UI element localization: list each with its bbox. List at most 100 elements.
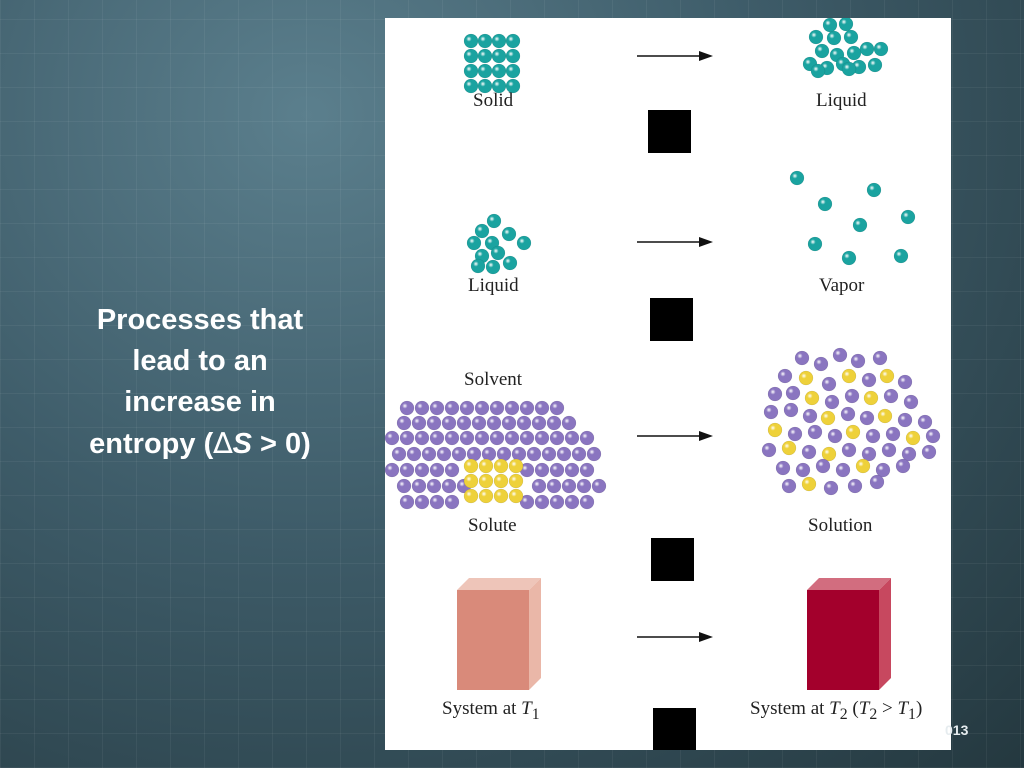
purple-particle bbox=[840, 406, 856, 422]
yellow-particle bbox=[841, 368, 857, 384]
label-system-t2: System at T2 (T2 > T1) bbox=[750, 698, 922, 724]
teal-particle bbox=[477, 63, 493, 79]
purple-particle bbox=[897, 374, 913, 390]
yellow-particle bbox=[905, 430, 921, 446]
purple-particle bbox=[459, 430, 475, 446]
system-t2-box-front bbox=[807, 590, 879, 690]
purple-particle bbox=[406, 446, 422, 462]
teal-particle bbox=[866, 182, 882, 198]
purple-particle bbox=[802, 408, 818, 424]
purple-particle bbox=[823, 480, 839, 496]
purple-particle bbox=[411, 415, 427, 431]
purple-particle bbox=[519, 400, 535, 416]
redaction-box-3 bbox=[651, 538, 694, 581]
purple-particle bbox=[546, 415, 562, 431]
title-line-4-suffix: > 0) bbox=[251, 428, 311, 460]
purple-particle bbox=[526, 446, 542, 462]
purple-particle bbox=[579, 462, 595, 478]
purple-particle bbox=[865, 428, 881, 444]
system-t1-box-side bbox=[529, 578, 541, 690]
figure-drawing bbox=[385, 18, 941, 690]
teal-particle bbox=[463, 33, 479, 49]
yellow-particle bbox=[855, 458, 871, 474]
label-liquid-row1: Liquid bbox=[816, 90, 867, 111]
purple-particle bbox=[903, 394, 919, 410]
purple-particle bbox=[783, 402, 799, 418]
purple-particle bbox=[489, 400, 505, 416]
purple-particle bbox=[859, 410, 875, 426]
purple-particle bbox=[429, 462, 445, 478]
purple-particle bbox=[444, 430, 460, 446]
purple-particle bbox=[441, 478, 457, 494]
purple-particle bbox=[885, 426, 901, 442]
purple-particle bbox=[921, 444, 937, 460]
purple-particle bbox=[399, 494, 415, 510]
purple-particle bbox=[444, 400, 460, 416]
purple-particle bbox=[861, 372, 877, 388]
teal-particle bbox=[477, 33, 493, 49]
cond-var-1: T bbox=[858, 698, 870, 719]
purple-particle bbox=[429, 494, 445, 510]
purple-particle bbox=[426, 478, 442, 494]
purple-particle bbox=[385, 430, 400, 446]
purple-particle bbox=[474, 400, 490, 416]
cond-sub-1: 2 bbox=[869, 705, 878, 723]
yellow-particle bbox=[804, 390, 820, 406]
paren-close: ) bbox=[915, 698, 923, 719]
teal-particle bbox=[505, 78, 521, 94]
teal-particle bbox=[486, 213, 502, 229]
purple-particle bbox=[785, 385, 801, 401]
teal-particle bbox=[505, 48, 521, 64]
yellow-particle bbox=[877, 408, 893, 424]
purple-particle bbox=[781, 478, 797, 494]
system-t1-box-top bbox=[457, 578, 541, 590]
teal-particle bbox=[900, 209, 916, 225]
purple-particle bbox=[549, 400, 565, 416]
purple-particle bbox=[787, 426, 803, 442]
purple-particle bbox=[925, 428, 941, 444]
arrow-head-icon bbox=[699, 51, 713, 61]
purple-particle bbox=[391, 446, 407, 462]
teal-particle bbox=[491, 63, 507, 79]
redaction-box-4 bbox=[653, 708, 696, 750]
teal-particle bbox=[789, 170, 805, 186]
yellow-particle bbox=[478, 488, 494, 504]
title-line-3: increase in bbox=[124, 386, 276, 418]
purple-particle bbox=[519, 430, 535, 446]
system-t2-var: T bbox=[829, 698, 840, 719]
purple-particle bbox=[579, 430, 595, 446]
purple-particle bbox=[496, 446, 512, 462]
purple-particle bbox=[835, 462, 851, 478]
purple-particle bbox=[396, 415, 412, 431]
purple-particle bbox=[429, 430, 445, 446]
label-solid: Solid bbox=[473, 90, 514, 111]
teal-particle bbox=[502, 255, 518, 271]
label-liquid-row2: Liquid bbox=[468, 275, 519, 296]
delta-symbol: ∆ bbox=[213, 426, 233, 460]
cond-sub-2: 1 bbox=[908, 705, 916, 723]
purple-particle bbox=[561, 478, 577, 494]
system-t2-text: System at bbox=[750, 698, 830, 719]
teal-particle bbox=[808, 29, 824, 45]
purple-particle bbox=[869, 474, 885, 490]
purple-particle bbox=[429, 400, 445, 416]
system-t1-text: System at bbox=[442, 698, 522, 719]
yellow-particle bbox=[508, 458, 524, 474]
arrow-head-icon bbox=[699, 632, 713, 642]
teal-particle bbox=[505, 63, 521, 79]
yellow-particle bbox=[767, 422, 783, 438]
label-solvent: Solvent bbox=[464, 369, 523, 390]
purple-particle bbox=[459, 400, 475, 416]
purple-particle bbox=[399, 430, 415, 446]
slide-title: Processes that lead to an increase in en… bbox=[45, 300, 355, 465]
purple-particle bbox=[564, 462, 580, 478]
teal-particle bbox=[474, 223, 490, 239]
purple-particle bbox=[875, 462, 891, 478]
arrow-head-icon bbox=[699, 237, 713, 247]
label-solute: Solute bbox=[468, 515, 517, 536]
purple-particle bbox=[444, 494, 460, 510]
title-line-4: entropy (∆S > 0) bbox=[45, 423, 355, 465]
label-vapor: Vapor bbox=[819, 275, 865, 296]
purple-particle bbox=[881, 442, 897, 458]
purple-particle bbox=[901, 446, 917, 462]
